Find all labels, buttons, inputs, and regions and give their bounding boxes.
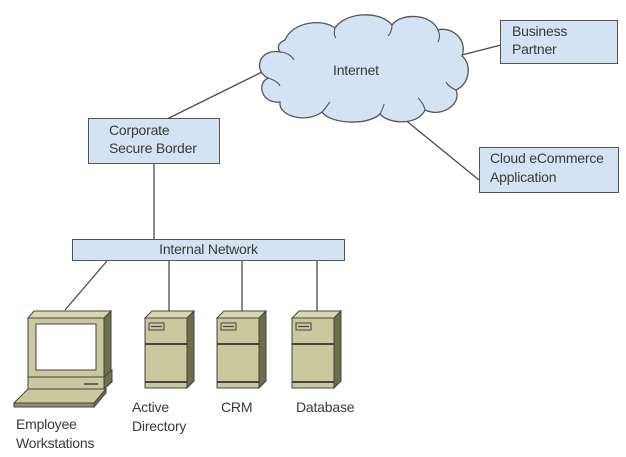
database-label: Database bbox=[296, 399, 355, 415]
corporate-border-label-2: Secure Border bbox=[109, 140, 197, 156]
business-partner-box[interactable] bbox=[500, 20, 618, 64]
internet-label: Internet bbox=[333, 62, 379, 78]
internal-network-label: Internal Network bbox=[159, 241, 258, 257]
computer-icon[interactable] bbox=[12, 309, 113, 409]
edge-internet-corporate-border bbox=[166, 71, 263, 120]
workstations-label-2: Workstations bbox=[16, 435, 95, 451]
business-partner-label: Business bbox=[512, 23, 568, 39]
corporate-border-box[interactable] bbox=[88, 118, 220, 164]
corporate-border-label: Corporate bbox=[109, 122, 170, 138]
business-partner-label-2: Partner bbox=[512, 41, 557, 57]
internal-network-bar[interactable] bbox=[72, 239, 345, 261]
edge-internet-cloud-ecommerce bbox=[397, 113, 480, 181]
internet-cloud-icon[interactable] bbox=[258, 14, 469, 123]
database-server-icon[interactable] bbox=[290, 309, 343, 390]
cloud-ecommerce-box[interactable] bbox=[479, 147, 619, 193]
workstations-label: Employee bbox=[16, 416, 77, 432]
active-directory-server-icon[interactable] bbox=[143, 309, 196, 390]
crm-server-icon[interactable] bbox=[215, 309, 268, 390]
cloud-ecommerce-label: Cloud eCommerce bbox=[490, 150, 604, 166]
active-directory-label-2: Directory bbox=[132, 418, 187, 434]
cloud-ecommerce-label-2: Application bbox=[490, 169, 557, 185]
edge-internet-business-partner bbox=[457, 44, 502, 57]
active-directory-label: Active bbox=[132, 399, 169, 415]
edge-network-workstations bbox=[64, 260, 108, 311]
crm-label: CRM bbox=[221, 399, 253, 415]
